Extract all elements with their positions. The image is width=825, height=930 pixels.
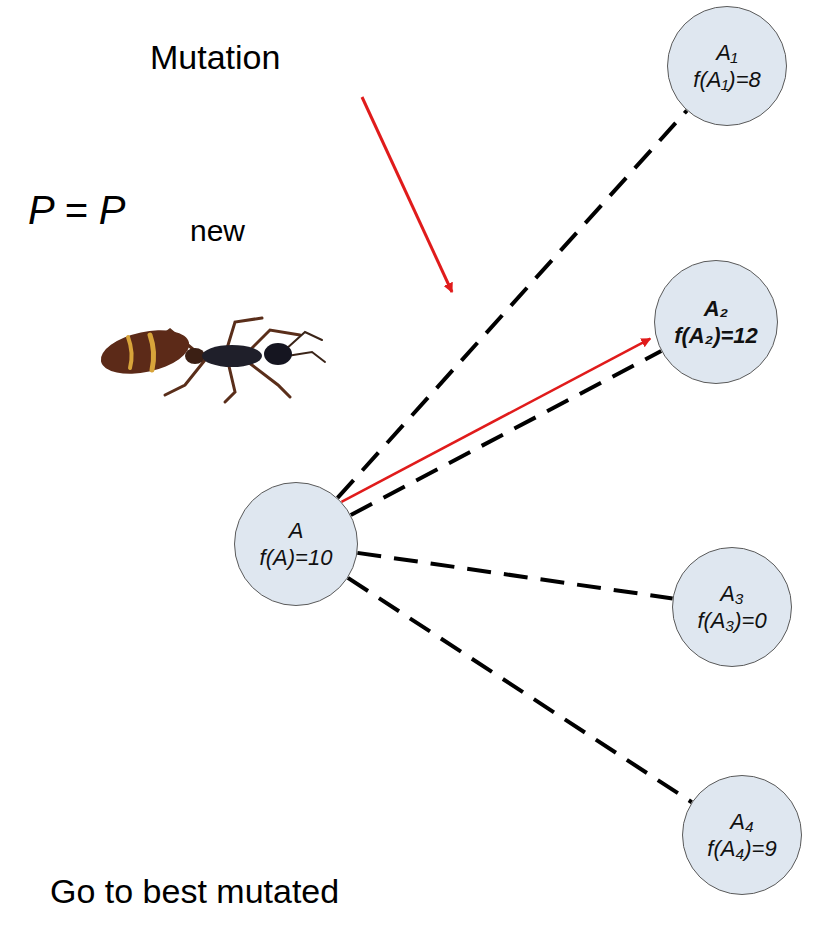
caption-note: Go to best mutated <box>50 872 339 911</box>
solution-name: A₁ <box>716 39 738 66</box>
fitness-value: f(A₃)=0 <box>697 607 766 634</box>
move-arrow <box>341 339 650 502</box>
mutation-pointer <box>362 97 452 292</box>
solution-name: A <box>289 517 304 544</box>
fitness-value: f(A)=10 <box>260 544 333 571</box>
formula-subscript: new <box>190 214 245 248</box>
solution-circle: A₄f(A₄)=9 <box>682 775 802 895</box>
fitness-value: f(A₄)=9 <box>707 835 776 862</box>
solution-circle: A₁f(A₁)=8 <box>667 6 787 126</box>
solution-circle: Af(A)=10 <box>234 482 358 606</box>
solution-name: A₃ <box>720 580 743 607</box>
mutation-label: Mutation <box>150 38 280 77</box>
solution-circle: A₂f(A₂)=12 <box>654 260 778 384</box>
ant-picture <box>97 318 325 402</box>
mutation-link <box>338 111 687 498</box>
fitness-value: f(A₁)=8 <box>693 66 760 93</box>
solution-name: A₂ <box>704 295 728 322</box>
solution-circle: A₃f(A₃)=0 <box>672 547 792 667</box>
mutation-link <box>348 578 692 802</box>
formula-label: P = P <box>28 188 125 233</box>
fitness-value: f(A₂)=12 <box>674 322 758 349</box>
mutation-link <box>351 351 661 515</box>
mutation-link <box>357 553 672 599</box>
solution-name: A₄ <box>730 808 754 835</box>
